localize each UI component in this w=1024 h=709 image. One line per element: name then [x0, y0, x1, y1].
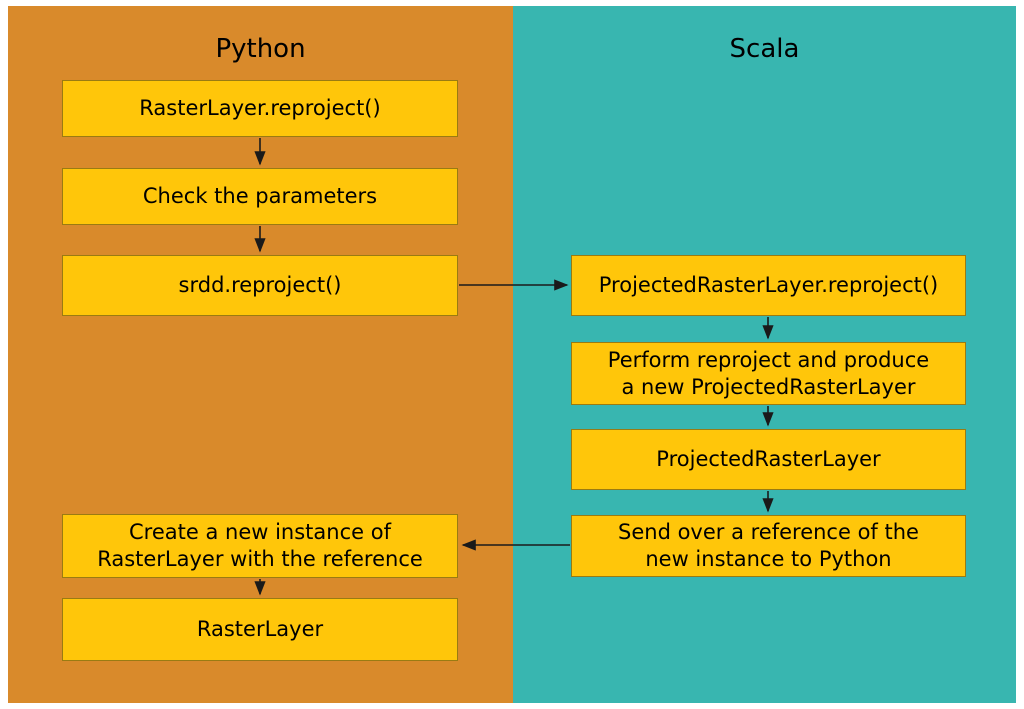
scala-panel-title: Scala [729, 34, 800, 64]
node-projectedrasterlayer: ProjectedRasterLayer [571, 429, 966, 490]
node-perform-reproject: Perform reproject and produce a new Proj… [571, 342, 966, 405]
node-rasterlayer: RasterLayer [62, 598, 458, 661]
node-rasterlayer-reproject: RasterLayer.reproject() [62, 80, 458, 137]
node-send-reference: Send over a reference of the new instanc… [571, 515, 966, 577]
node-create-new-instance: Create a new instance of RasterLayer wit… [62, 514, 458, 578]
node-projectedrasterlayer-reproject: ProjectedRasterLayer.reproject() [571, 255, 966, 316]
python-panel-title: Python [215, 34, 306, 64]
node-check-parameters: Check the parameters [62, 168, 458, 225]
node-srdd-reproject: srdd.reproject() [62, 255, 458, 316]
